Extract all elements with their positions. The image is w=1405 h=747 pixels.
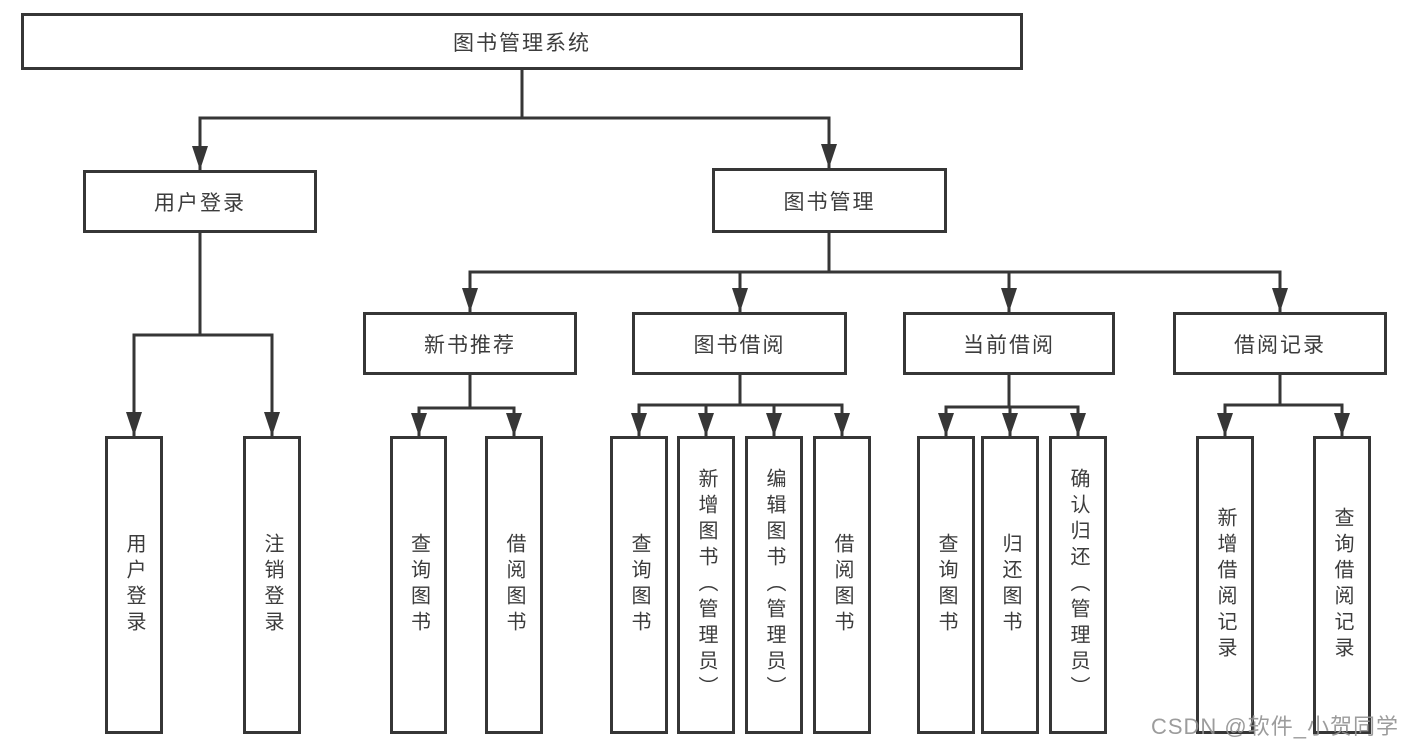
- node-label: 借阅记录: [1234, 333, 1326, 357]
- node-label: 新书推荐: [424, 333, 516, 357]
- node-book-management: 图书管理: [712, 168, 947, 233]
- leaf-user-login: 用户登录: [105, 436, 163, 734]
- leaf-label: 查询图书: [935, 533, 957, 637]
- leaf-label: 查询图书: [407, 533, 430, 637]
- leaf-add-borrow-record: 新增借阅记录: [1196, 436, 1254, 734]
- leaf-query-books-borrow: 查询图书: [610, 436, 668, 734]
- leaf-confirm-return-admin: 确认归还（管理员）: [1049, 436, 1107, 734]
- leaf-add-books-admin: 新增图书（管理员）: [677, 436, 735, 734]
- leaf-query-borrow-record: 查询借阅记录: [1313, 436, 1371, 734]
- node-user-login: 用户登录: [83, 170, 317, 233]
- leaf-label: 新增借阅记录: [1214, 507, 1236, 663]
- node-book-borrow: 图书借阅: [632, 312, 847, 375]
- leaf-label: 查询图书: [628, 533, 650, 637]
- leaf-label: 借阅图书: [503, 533, 525, 637]
- csdn-watermark: CSDN @软件_小贺同学: [1150, 714, 1399, 739]
- node-label: 当前借阅: [963, 333, 1055, 357]
- leaf-label: 查询借阅记录: [1331, 507, 1353, 663]
- node-borrow-records: 借阅记录: [1173, 312, 1387, 375]
- node-label: 图书借阅: [693, 333, 786, 357]
- leaf-label: 新增图书（管理员）: [695, 468, 717, 702]
- leaf-logout: 注销登录: [243, 436, 301, 734]
- node-current-borrow: 当前借阅: [903, 312, 1115, 375]
- leaf-label: 注销登录: [261, 533, 283, 637]
- leaf-query-books-recommend: 查询图书: [390, 436, 447, 734]
- leaf-edit-books-admin: 编辑图书（管理员）: [745, 436, 803, 734]
- leaf-label: 用户登录: [123, 533, 145, 637]
- node-new-book-recommend: 新书推荐: [363, 312, 577, 375]
- node-library-system-root: 图书管理系统: [21, 13, 1023, 70]
- leaf-borrow-books: 借阅图书: [813, 436, 871, 734]
- leaf-borrow-books-recommend: 借阅图书: [485, 436, 543, 734]
- leaf-label: 确认归还（管理员）: [1067, 468, 1089, 702]
- leaf-label: 编辑图书（管理员）: [763, 468, 785, 702]
- leaf-return-books: 归还图书: [981, 436, 1039, 734]
- node-label: 图书管理系统: [453, 31, 591, 55]
- node-label: 用户登录: [154, 191, 246, 215]
- leaf-label: 借阅图书: [831, 533, 853, 637]
- node-label: 图书管理: [783, 190, 876, 214]
- leaf-query-books-current: 查询图书: [917, 436, 975, 734]
- leaf-label: 归还图书: [999, 533, 1021, 637]
